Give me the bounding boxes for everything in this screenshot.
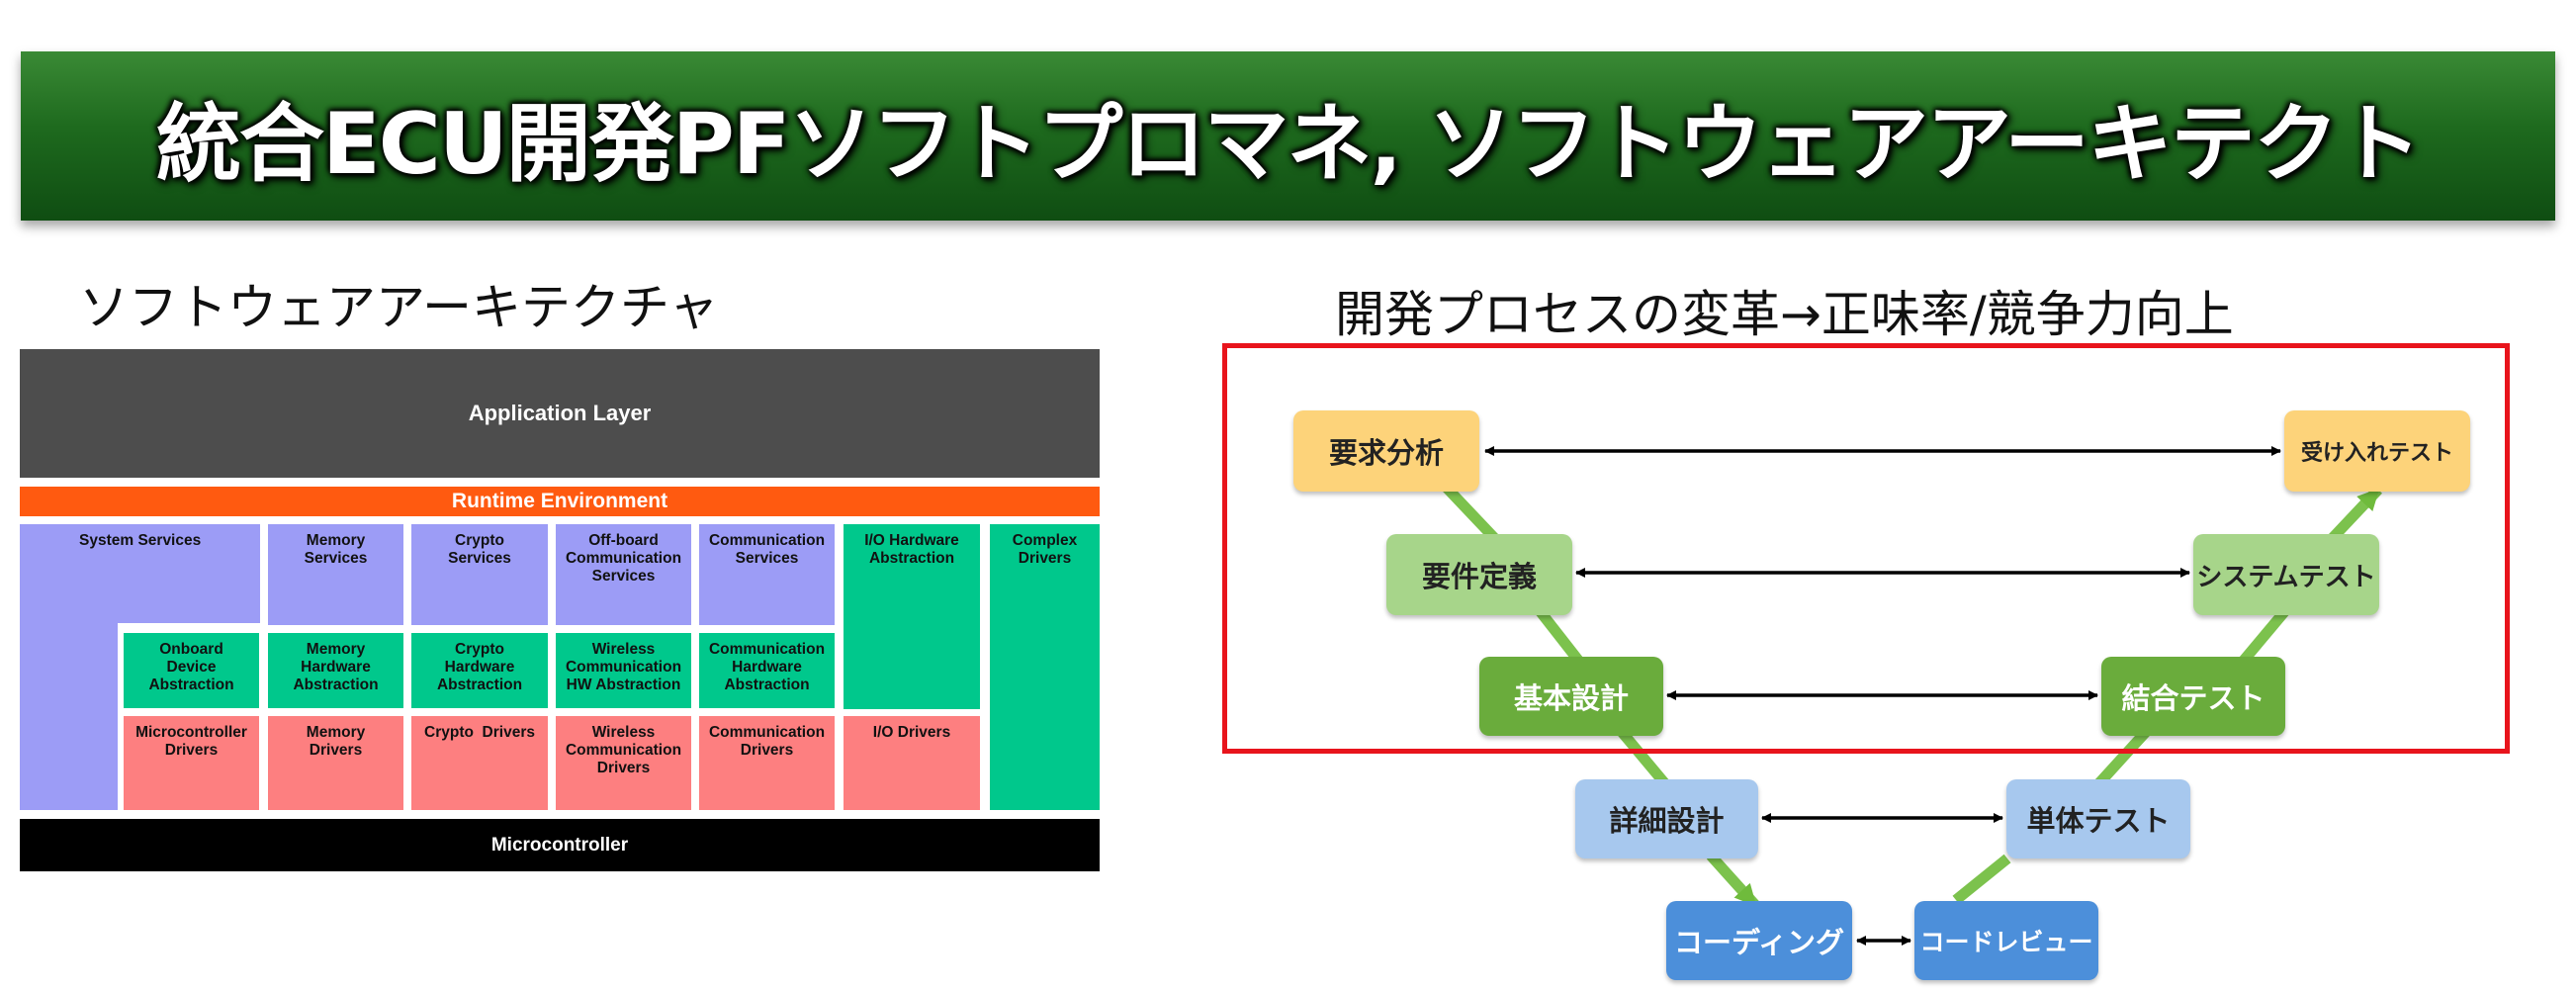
page-title: 統合ECU開発PFソフトプロマネ, ソフトウェアアーキテクト [156,95,2422,194]
requirements-analysis-box: 要求分析 [1293,410,1479,492]
offboard-communication-services: Off-board Communication Services [556,524,691,625]
system-test-box: システムテスト [2193,534,2379,615]
title-banner: 統合ECU開発PFソフトプロマネ, ソフトウェアアーキテクト [21,51,2555,221]
architecture-heading: ソフトウェアアーキテクチャ [79,279,719,336]
memory-services: Memory Services [268,524,403,625]
onboard-device-abstraction: Onboard Device Abstraction [124,633,259,708]
flow-arrow-to-coding [1706,852,1760,909]
process-heading: 開発プロセスの変革→正味率/競争力向上 [1335,286,2234,343]
io-drivers: I/O Drivers [844,716,980,810]
flow-line-1 [1440,481,1502,546]
memory-hardware-abstraction: Memory Hardware Abstraction [268,633,403,708]
crypto-hardware-abstraction: Crypto Hardware Abstraction [411,633,548,708]
communication-drivers: Communication Drivers [699,716,835,810]
microcontroller-layer: Microcontroller [20,819,1100,871]
integration-test-box: 結合テスト [2101,657,2285,736]
wireless-communication-drivers: Wireless Communication Drivers [556,716,691,810]
crypto-drivers: Crypto Drivers [411,716,548,810]
flow-arrow-to-acceptance [2324,486,2383,546]
system-services: System Services [20,524,260,623]
runtime-environment: Runtime Environment [20,487,1100,516]
communication-services: Communication Services [699,524,835,625]
unit-test-box: 単体テスト [2006,779,2190,858]
flow-line-2 [1533,604,1585,667]
wireless-communication-hw-abstraction: Wireless Communication HW Abstraction [556,633,691,708]
system-services-column [20,619,118,810]
coding-box: コーディング [1666,901,1852,980]
communication-hardware-abstraction: Communication Hardware Abstraction [699,633,835,708]
basic-design-box: 基本設計 [1479,657,1663,736]
detailed-design-box: 詳細設計 [1575,779,1758,858]
code-review-box: コードレビュー [1914,901,2098,980]
complex-drivers: Complex Drivers [990,524,1100,810]
acceptance-test-box: 受け入れテスト [2284,410,2470,492]
crypto-services: Crypto Services [411,524,548,625]
requirements-definition-box: 要件定義 [1386,534,1572,615]
io-hardware-abstraction: I/O Hardware Abstraction [844,524,980,709]
memory-drivers: Memory Drivers [268,716,403,810]
highlight-frame [1222,343,2510,754]
microcontroller-drivers: Microcontroller Drivers [124,716,259,810]
application-layer: Application Layer [20,349,1100,478]
